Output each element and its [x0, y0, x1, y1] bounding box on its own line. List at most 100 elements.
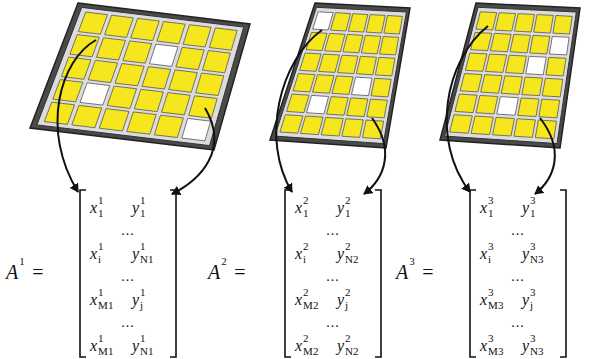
panel-cell [325, 33, 346, 51]
subscript-index: M1 [98, 300, 113, 311]
panel-cell-blank [352, 77, 373, 96]
ellipsis: ... [121, 224, 135, 238]
panel-cell [88, 60, 117, 82]
subscript-index: 1 [345, 208, 351, 219]
ellipsis: ... [511, 316, 525, 330]
matrix-name: A [208, 262, 220, 282]
panel-cell [347, 98, 368, 117]
equals-sign: = [422, 262, 433, 282]
subscript-index: i [98, 254, 101, 265]
panel-cell [301, 116, 324, 135]
matrix-variable: x [295, 338, 302, 354]
matrix-variable: x [295, 292, 302, 308]
superscript-index: 1 [98, 287, 104, 298]
ellipsis: ... [121, 270, 135, 284]
panel-cell [78, 12, 107, 34]
matrix-brackets [80, 190, 566, 357]
panel-cell [53, 80, 83, 102]
panel-cell [287, 94, 310, 113]
panel-cell [366, 15, 385, 33]
subscript-index: 1 [140, 208, 146, 219]
panel-cell [465, 53, 487, 71]
superscript-index: 3 [488, 195, 494, 206]
panel-frame [440, 3, 580, 148]
panel-cell [131, 18, 160, 40]
panel-cell [506, 55, 527, 73]
panel-cell [546, 57, 566, 76]
superscript-index: 2 [303, 287, 309, 298]
panel-cell [460, 74, 482, 92]
panel-cell [367, 99, 388, 118]
panel-cell [313, 75, 335, 94]
superscript-index: 3 [530, 241, 536, 252]
panel-cell [176, 47, 204, 69]
superscript-index: 2 [303, 195, 309, 206]
ellipsis: ... [511, 270, 525, 284]
matrix-variable: y [522, 338, 529, 354]
ellipsis: ... [326, 316, 340, 330]
superscript-index: 1 [19, 256, 25, 267]
panel-cell [327, 97, 349, 116]
panel-cell [342, 119, 364, 138]
panel-cell [127, 112, 156, 134]
panel-cell [514, 14, 534, 32]
matrix-variable: x [90, 246, 97, 262]
superscript-index: 3 [530, 195, 536, 206]
matrix-variable: x [90, 200, 97, 216]
panel-cell-blank [549, 37, 569, 55]
matrix-variable: y [337, 246, 344, 262]
subscript-index: M1 [98, 346, 113, 357]
panel-cell [134, 89, 163, 111]
matrix-variable: y [337, 292, 344, 308]
matrix-variable: x [480, 292, 487, 308]
bracket [560, 190, 566, 357]
panel-cell [157, 22, 185, 44]
superscript-index: 3 [409, 256, 415, 267]
panel-cell-blank [149, 44, 178, 66]
curved-arrows [58, 26, 555, 194]
superscript-index: 1 [140, 195, 146, 206]
panel-cell [348, 14, 368, 32]
panel-cell [522, 77, 543, 96]
curved-arrow [172, 108, 214, 194]
curved-arrow [58, 40, 96, 192]
matrix-variable: y [522, 246, 529, 262]
panel-cell [534, 15, 554, 33]
subscript-index: 1 [530, 208, 536, 219]
superscript-index: 2 [345, 195, 351, 206]
matrix-variable: x [90, 292, 97, 308]
panel-cell [539, 99, 560, 118]
superscript-index: 2 [303, 241, 309, 252]
superscript-index: 2 [345, 241, 351, 252]
matrix-variable: y [522, 200, 529, 216]
panel-cell [501, 76, 522, 95]
panel-cell [514, 119, 536, 138]
matrix-name: A [6, 262, 18, 282]
panel-cell [510, 34, 530, 52]
panel-cell [321, 117, 343, 136]
superscript-index: 2 [345, 287, 351, 298]
panel-cell [332, 76, 353, 95]
superscript-index: 2 [221, 256, 227, 267]
panel-cell [455, 94, 477, 113]
curved-arrow [364, 118, 385, 194]
matrix-variable: x [480, 338, 487, 354]
panel-cell [70, 35, 99, 57]
ellipsis: ... [326, 224, 340, 238]
panel-cell-blank [80, 83, 110, 105]
panel-cell [361, 35, 381, 54]
panel-cell [495, 13, 515, 31]
panel-cell [375, 57, 395, 76]
matrix-variable: x [480, 200, 487, 216]
panel-inner [275, 7, 407, 143]
matrix-variable: y [522, 292, 529, 308]
curved-arrow [447, 26, 488, 192]
superscript-index: 3 [488, 287, 494, 298]
superscript-index: 1 [98, 333, 104, 344]
ellipsis: ... [326, 270, 340, 284]
panel-cell [142, 67, 171, 89]
equals-sign: = [32, 262, 43, 282]
panel-cell [471, 116, 493, 135]
panel-cell [169, 70, 198, 92]
